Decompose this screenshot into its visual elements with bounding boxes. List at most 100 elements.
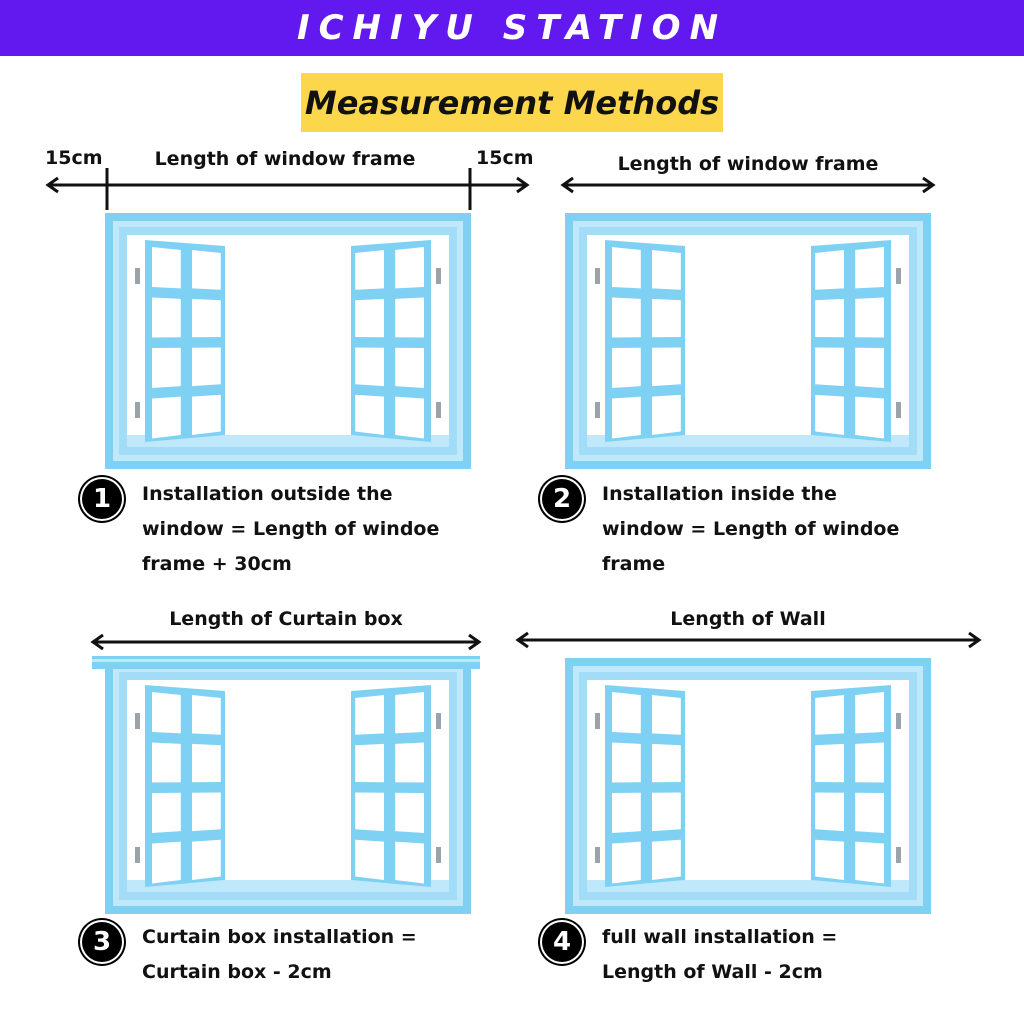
description-3-line-1: Curtain box installation =: [142, 926, 417, 948]
window-pane: [855, 792, 884, 833]
window-pane: [192, 695, 221, 735]
window-pane: [855, 841, 884, 884]
window-pane: [355, 394, 384, 435]
hinge: [436, 268, 441, 284]
description-2-line-3: frame: [602, 553, 666, 575]
window-pane: [152, 742, 181, 783]
hinge: [436, 847, 441, 863]
window-sash-right: [351, 240, 441, 442]
hinge: [135, 847, 140, 863]
window-pane: [652, 695, 681, 735]
window-pane: [395, 347, 424, 388]
window-sash-left: [595, 240, 685, 442]
hinge: [896, 402, 901, 418]
window-pane: [355, 250, 384, 290]
window-pane: [815, 743, 844, 783]
window-pane: [395, 297, 424, 338]
description-2-line-1: Installation inside the: [602, 483, 837, 505]
window-pane: [612, 742, 641, 783]
window-pane: [612, 247, 641, 289]
window-pane: [612, 841, 641, 884]
window-pane: [355, 347, 384, 387]
window-pane: [855, 396, 884, 439]
description-1-line-1: Installation outside the: [142, 483, 393, 505]
window-pane: [192, 743, 221, 783]
hinge: [436, 402, 441, 418]
window-pane: [815, 792, 844, 832]
brand-banner: ICHIYU STATION: [0, 0, 1024, 56]
window-pane: [355, 743, 384, 783]
window-pane: [855, 247, 884, 289]
window-pane: [652, 298, 681, 338]
hinge: [896, 847, 901, 863]
page-title: Measurement Methods: [304, 83, 720, 122]
window-pane: [152, 692, 181, 734]
window-sash-left: [135, 240, 225, 442]
description-2: Installation inside the window = Length …: [602, 477, 899, 582]
arrow-3: [90, 633, 482, 651]
wall-length-label: Length of Wall: [670, 608, 826, 630]
window-sill: [127, 435, 449, 447]
window-pane: [355, 695, 384, 735]
window-pane: [395, 841, 424, 884]
description-1-line-3: frame + 30cm: [142, 553, 292, 575]
description-4-line-2: Length of Wall - 2cm: [602, 961, 823, 983]
description-4-line-1: full wall installation =: [602, 926, 838, 948]
hinge: [595, 402, 600, 418]
frame-length-label-1: Length of window frame: [154, 148, 416, 170]
window-pane: [395, 247, 424, 289]
hinge: [896, 268, 901, 284]
window-sash-right: [351, 685, 441, 887]
hinge: [896, 713, 901, 729]
window-pane: [815, 394, 844, 435]
window-pane: [152, 792, 181, 833]
window-sash-left: [135, 685, 225, 887]
hinge: [135, 402, 140, 418]
window-pane: [815, 298, 844, 338]
window-pane: [855, 692, 884, 734]
window-pane: [395, 742, 424, 783]
curtain-box-rail: [92, 656, 480, 669]
window-sill: [587, 880, 909, 892]
brand-title: ICHIYU STATION: [296, 8, 728, 48]
window-pane: [192, 347, 221, 387]
sash-frame: [351, 685, 431, 887]
window-pane: [652, 743, 681, 783]
window-pane: [152, 347, 181, 388]
window-pane: [815, 250, 844, 290]
sash-frame: [811, 240, 891, 442]
curtain-box-label: Length of Curtain box: [169, 608, 403, 630]
window-pane: [612, 692, 641, 734]
window-pane: [652, 250, 681, 290]
margin-label-left: 15cm: [45, 147, 103, 169]
window-pane: [612, 347, 641, 388]
window-pane: [192, 250, 221, 290]
window-pane: [152, 297, 181, 338]
window-pane: [355, 298, 384, 338]
window-illustration-3: [105, 658, 471, 914]
window-pane: [192, 839, 221, 880]
window-pane: [152, 247, 181, 289]
sash-frame: [605, 685, 685, 887]
window-pane: [815, 839, 844, 880]
hinge: [595, 268, 600, 284]
window-illustration-2: [565, 213, 931, 469]
window-pane: [612, 396, 641, 439]
frame-length-label-2: Length of window frame: [617, 153, 879, 175]
step-badge-1: 1: [82, 479, 122, 519]
window-pane: [855, 742, 884, 783]
window-pane: [652, 792, 681, 832]
window-sill: [127, 880, 449, 892]
description-1: Installation outside the window = Length…: [142, 477, 439, 582]
sash-frame: [145, 240, 225, 442]
window-pane: [652, 347, 681, 387]
description-3: Curtain box installation = Curtain box -…: [142, 920, 417, 990]
step-badge-3: 3: [82, 922, 122, 962]
window-pane: [652, 394, 681, 435]
step-badge-4: 4: [542, 922, 582, 962]
description-3-line-2: Curtain box - 2cm: [142, 961, 332, 983]
window-sash-right: [811, 685, 901, 887]
window-pane: [395, 396, 424, 439]
sash-frame: [811, 685, 891, 887]
margin-label-right: 15cm: [476, 147, 534, 169]
